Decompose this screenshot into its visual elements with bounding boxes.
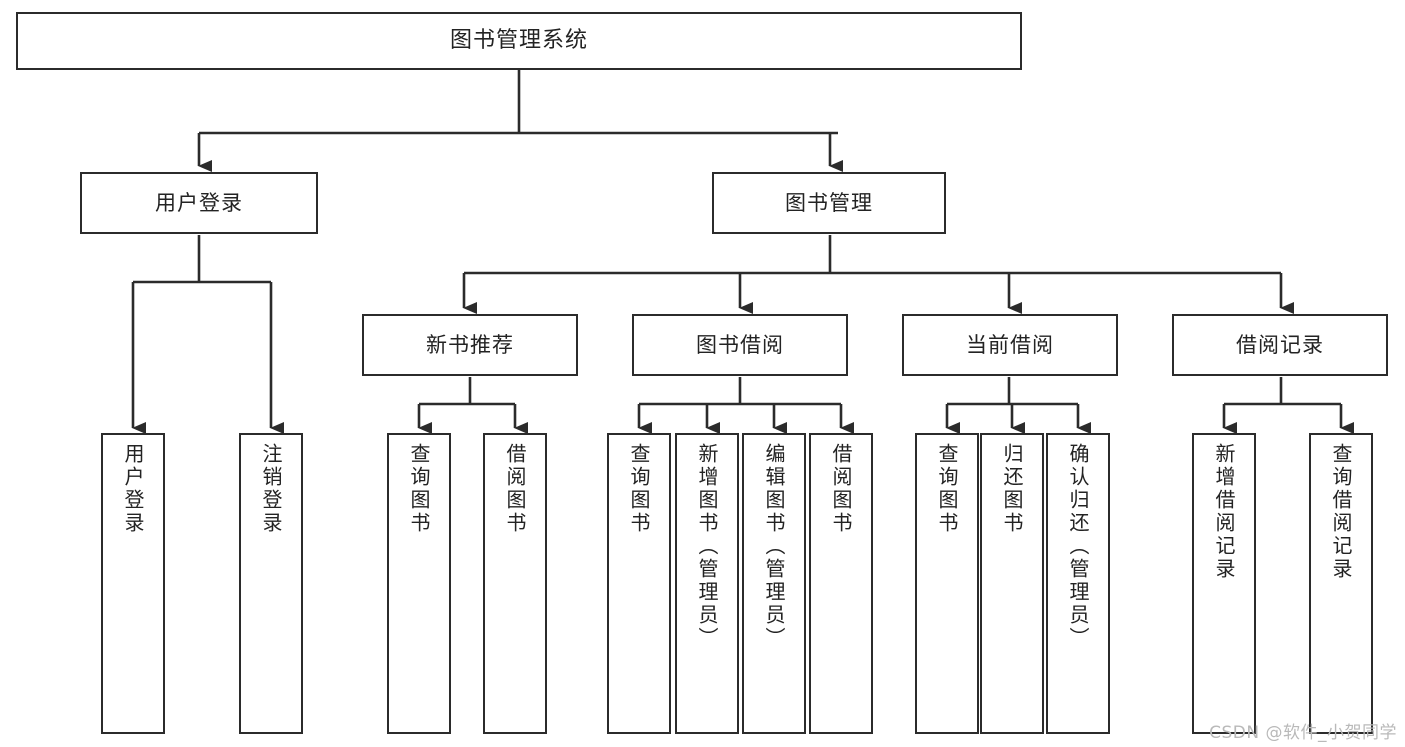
node-leaf-user-login-label: 用户登录	[121, 443, 145, 535]
node-book-borrow-label: 图书借阅	[696, 332, 784, 357]
node-leaf-add-borrow-record[interactable]: 新增借阅记录	[1192, 433, 1256, 734]
node-leaf-confirm-return-admin[interactable]: 确认归还（管理员）	[1046, 433, 1110, 734]
node-book-management[interactable]: 图书管理	[712, 172, 946, 234]
node-leaf-confirm-return-admin-label: 确认归还（管理员）	[1066, 443, 1090, 650]
node-leaf-borrow-book-2[interactable]: 借阅图书	[809, 433, 873, 734]
node-root[interactable]: 图书管理系统	[16, 12, 1022, 70]
node-borrow-record-label: 借阅记录	[1236, 332, 1324, 357]
node-book-borrow[interactable]: 图书借阅	[632, 314, 848, 376]
node-new-book-recommend[interactable]: 新书推荐	[362, 314, 578, 376]
node-leaf-user-logout[interactable]: 注销登录	[239, 433, 303, 734]
node-leaf-query-borrow-record[interactable]: 查询借阅记录	[1309, 433, 1373, 734]
node-leaf-add-book-admin-label: 新增图书（管理员）	[695, 443, 719, 650]
node-leaf-return-book-label: 归还图书	[1000, 443, 1024, 535]
node-leaf-query-book-1-label: 查询图书	[407, 443, 431, 535]
node-leaf-return-book[interactable]: 归还图书	[980, 433, 1044, 734]
node-user-login-label: 用户登录	[155, 190, 243, 215]
node-new-book-recommend-label: 新书推荐	[426, 332, 514, 357]
node-root-label: 图书管理系统	[449, 28, 588, 54]
node-leaf-user-logout-label: 注销登录	[259, 443, 283, 535]
node-leaf-edit-book-admin-label: 编辑图书（管理员）	[762, 443, 786, 650]
node-leaf-user-login[interactable]: 用户登录	[101, 433, 165, 734]
node-user-login[interactable]: 用户登录	[80, 172, 318, 234]
node-leaf-query-borrow-record-label: 查询借阅记录	[1329, 443, 1353, 581]
node-borrow-record[interactable]: 借阅记录	[1172, 314, 1388, 376]
node-leaf-edit-book-admin[interactable]: 编辑图书（管理员）	[742, 433, 806, 734]
node-leaf-query-book-3-label: 查询图书	[935, 443, 959, 535]
node-current-borrow-label: 当前借阅	[966, 332, 1054, 357]
node-leaf-add-borrow-record-label: 新增借阅记录	[1212, 443, 1236, 581]
node-leaf-borrow-book-2-label: 借阅图书	[829, 443, 853, 535]
node-book-management-label: 图书管理	[785, 190, 873, 215]
node-leaf-borrow-book-1-label: 借阅图书	[503, 443, 527, 535]
node-leaf-query-book-2[interactable]: 查询图书	[607, 433, 671, 734]
node-leaf-query-book-2-label: 查询图书	[627, 443, 651, 535]
node-current-borrow[interactable]: 当前借阅	[902, 314, 1118, 376]
node-leaf-add-book-admin[interactable]: 新增图书（管理员）	[675, 433, 739, 734]
node-leaf-query-book-3[interactable]: 查询图书	[915, 433, 979, 734]
watermark: CSDN @软件_小贺同学	[1209, 723, 1397, 743]
node-leaf-query-book-1[interactable]: 查询图书	[387, 433, 451, 734]
node-leaf-borrow-book-1[interactable]: 借阅图书	[483, 433, 547, 734]
